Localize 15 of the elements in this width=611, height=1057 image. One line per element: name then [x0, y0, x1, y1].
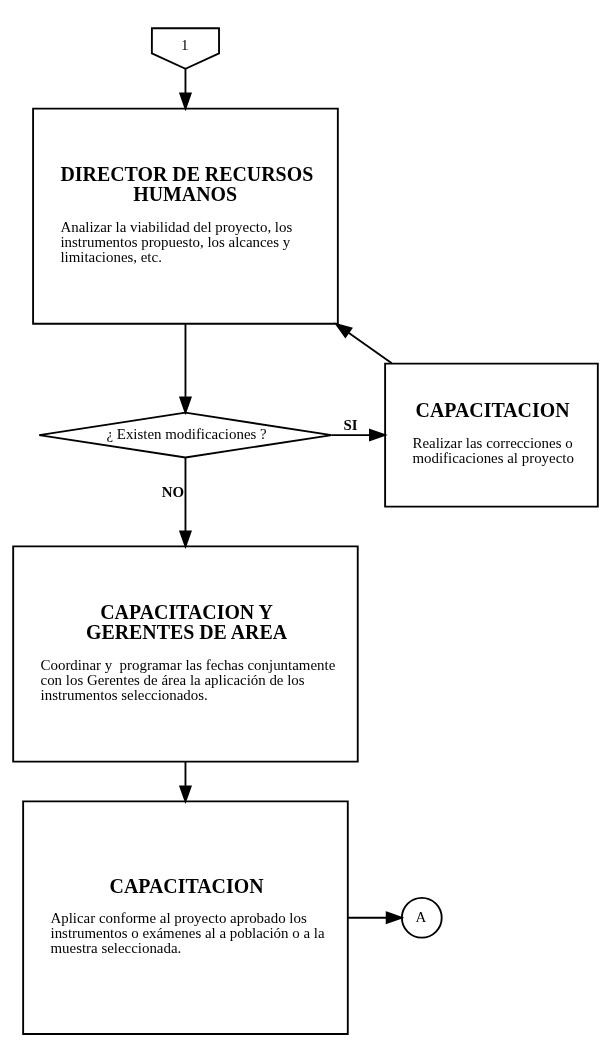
arrow: [178, 67, 192, 111]
arrow: [347, 910, 405, 924]
edge-label: SI: [343, 416, 358, 433]
arrow: [178, 456, 192, 549]
node-box: CAPACITACION Y GERENTES DE AREA Coordinar y programar las fechas conjuntamente con los Gerentes de área la aplicación de los instrumentos seleccionados.: [12, 544, 359, 763]
arrow: [333, 321, 393, 364]
node-circle: A: [400, 896, 443, 939]
node-box: CAPACITACION Realizar las correcciones o modificaciones al proyecto: [384, 362, 599, 508]
arrow: [330, 428, 388, 442]
node-diamond: ¿ Existen modificaciones ?: [38, 411, 333, 458]
arrow: [178, 760, 192, 804]
arrow: [178, 322, 192, 415]
node-box: CAPACITACION Aplicar conforme al proyecto aprobado los instrumentos o exámenes al a población o a la muestra seleccionada.: [22, 799, 349, 1035]
edge-label: NO: [161, 483, 185, 499]
node-box: DIRECTOR DE RECURSOS HUMANOS Analizar la viabilidad del proyecto, los instrumentos propuesto, los alcances y limitaciones, etc.: [32, 107, 339, 325]
